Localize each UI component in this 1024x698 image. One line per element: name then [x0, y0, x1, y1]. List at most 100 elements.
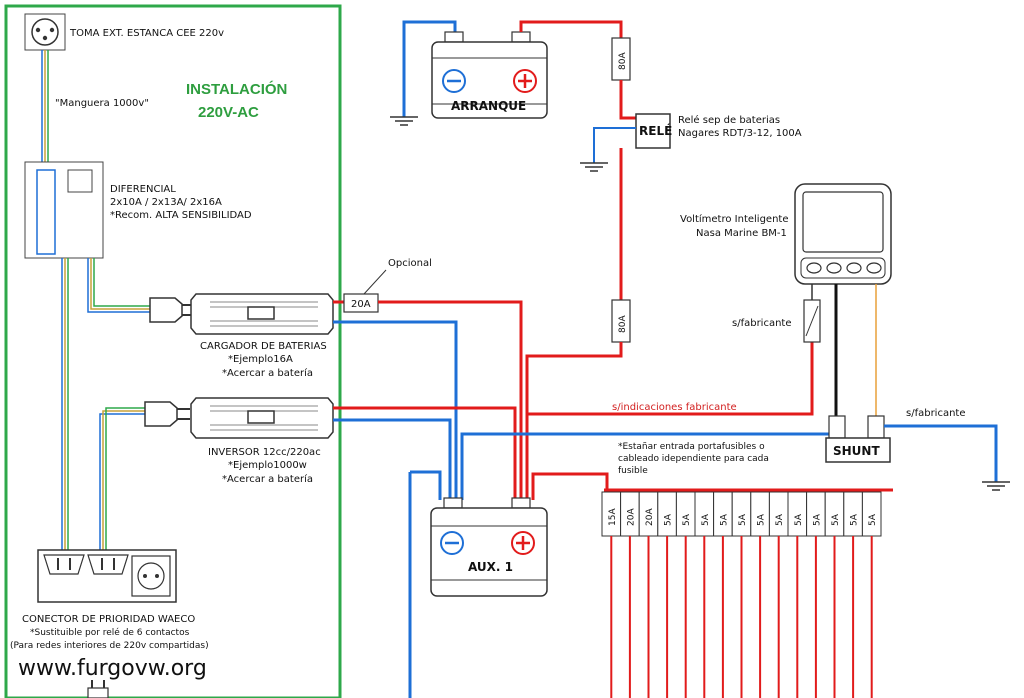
external-socket: [24, 13, 66, 51]
fuse-80a-top: 80A: [611, 37, 631, 81]
fuse-slot: 15A: [601, 491, 622, 698]
fuse-80a-mid-label: 80A: [618, 315, 628, 333]
fuse-slot: 5A: [824, 491, 845, 698]
fuse-rating-label: 20A: [645, 508, 655, 526]
aux-positive-main: [525, 342, 623, 500]
fuse-slot: 5A: [675, 491, 696, 698]
relay-label: RELÉ: [639, 123, 672, 138]
differential-breaker: [24, 161, 104, 259]
smart-voltmeter: [794, 183, 892, 285]
fusebox-note3: fusible: [618, 466, 648, 476]
charger-negative-cable: [333, 320, 458, 500]
fusebox-note1: *Estañar entrada portafusibles o: [618, 442, 765, 452]
installation-title-line1: INSTALACIÓN: [186, 80, 287, 98]
differential-line3: *Recom. ALTA SENSIBILIDAD: [110, 210, 252, 221]
fuse-rating-label: 5A: [794, 513, 804, 526]
waeco-title: CONECTOR DE PRIORIDAD WAECO: [22, 614, 195, 625]
shunt-label: SHUNT: [833, 444, 880, 458]
fuse-slot: 20A: [620, 491, 640, 698]
fuse-slot: 5A: [657, 491, 677, 698]
inverter-negative-cable: [333, 418, 452, 500]
start-battery: [431, 31, 548, 119]
shunt: [825, 415, 891, 463]
relay-ground: [580, 127, 636, 172]
voltmeter-line1: Voltímetro Inteligente: [680, 213, 789, 225]
ac-wiring: [61, 258, 150, 552]
socket-label: TOMA EXT. ESTANCA CEE 220v: [69, 28, 224, 39]
fusebox-note2: cableado idependiente para cada: [618, 454, 769, 464]
manufacturer-right-label: s/fabricante: [906, 408, 966, 419]
inverter-line2: *Ejemplo1000w: [228, 460, 307, 471]
waeco-line2: *Sustituible por relé de 6 contactos: [30, 627, 190, 638]
fuse-box: 15A 20A 20A 5A 5A 5A 5A 5A 5A 5A 5A 5A 5A 5A 5A: [601, 488, 893, 698]
fuse-rating-label: 5A: [868, 513, 878, 526]
aux-positive-to-fusebox: [531, 472, 609, 500]
fuse-optional-label: Opcional: [388, 258, 432, 269]
inverter-line3: *Acercar a batería: [222, 473, 313, 485]
fuse-slot: 5A: [713, 491, 733, 698]
fuse-rating-label: 5A: [738, 513, 748, 526]
aux-battery-label: AUX. 1: [468, 560, 513, 574]
aux-negative-to-shunt: [460, 432, 830, 500]
inverter-plug-icon: [144, 401, 190, 427]
hose-cable: [41, 50, 49, 162]
fuse-rating-label: 5A: [701, 513, 711, 526]
fuse-rating-label: 20A: [626, 508, 636, 526]
relay-positive-in: [619, 80, 638, 120]
installation-title-line2: 220V-AC: [198, 104, 259, 121]
waeco-line3: (Para redes interiores de 220v compartid…: [10, 641, 209, 651]
fuse-rating-label: 5A: [664, 513, 674, 526]
charger-plug-icon: [149, 297, 194, 323]
fuse-optional-value: 20A: [351, 299, 371, 310]
differential-line2: 2x10A / 2x13A/ 2x16A: [110, 197, 222, 208]
inverter-title: INVERSOR 12cc/220ac: [208, 447, 321, 458]
voltmeter-fuse: [803, 299, 821, 343]
fuse-rating-label: 5A: [757, 513, 767, 526]
voltmeter-positive-cable: [527, 342, 814, 416]
fuse-rating-label: 5A: [850, 513, 860, 526]
voltmeter-line2: Nasa Marine BM-1: [696, 228, 787, 239]
start-battery-label: ARRANQUE: [451, 99, 526, 113]
waeco-connector: [37, 549, 177, 603]
battery-charger: [190, 293, 334, 335]
fuse-slot: 20A: [638, 491, 659, 698]
start-positive-cable: [519, 20, 623, 38]
fuse-slot: 5A: [806, 491, 826, 698]
aux-battery: [430, 497, 548, 597]
fuse-rating-label: 15A: [608, 508, 618, 526]
fuse-rating-label: 5A: [719, 513, 729, 526]
optional-pointer: [363, 269, 387, 295]
fuse-slot: 5A: [694, 491, 715, 698]
shunt-ground: [884, 424, 1010, 491]
fuse-80a-mid: 80A: [611, 299, 631, 343]
relay-desc1: Relé sep de baterias: [678, 114, 780, 126]
start-battery-ground: [390, 20, 457, 126]
hose-label: "Manguera 1000v": [55, 98, 149, 109]
site-watermark: www.furgovw.org: [18, 656, 207, 681]
differential-title: DIFERENCIAL: [110, 184, 176, 195]
fuse-rating-label: 5A: [682, 513, 692, 526]
fuse-slot: 5A: [861, 491, 882, 698]
fuse-rating-label: 5A: [831, 513, 841, 526]
fuse-rating-label: 5A: [775, 513, 785, 526]
charger-line2: *Ejemplo16A: [228, 354, 293, 365]
charger-title: CARGADOR DE BATERIAS: [200, 341, 327, 352]
relay: [635, 113, 671, 149]
fuse-80a-top-label: 80A: [618, 52, 628, 70]
relay-desc2: Nagares RDT/3-12, 100A: [678, 128, 802, 139]
fuse-slot: 5A: [768, 491, 789, 698]
bottom-plug-icon: [87, 680, 109, 698]
inverter: [190, 397, 334, 439]
fuse-slot: 5A: [731, 491, 752, 698]
red-line-label: s/indicaciones fabricante: [612, 402, 737, 413]
fuse-slot: 5A: [843, 491, 863, 698]
charger-line3: *Acercar a batería: [222, 367, 313, 379]
fuse-slot: 5A: [750, 491, 770, 698]
fuse-slot: 5A: [787, 491, 808, 698]
aux-negative-branch: [410, 470, 442, 500]
fuse-rating-label: 5A: [812, 513, 822, 526]
ac-installation-frame: [4, 4, 342, 698]
inverter-positive-cable: [333, 406, 517, 500]
